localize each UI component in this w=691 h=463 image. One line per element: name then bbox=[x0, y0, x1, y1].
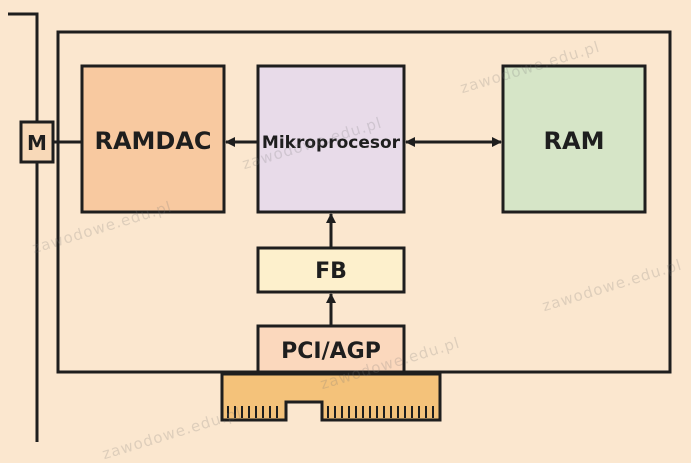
cpu-label: Mikroprocesor bbox=[262, 133, 401, 153]
ram-label: RAM bbox=[544, 127, 605, 155]
bus-block bbox=[256, 324, 406, 374]
ramdac-label: RAMDAC bbox=[94, 127, 211, 155]
monitor-block bbox=[19, 120, 55, 164]
fb-label: FB bbox=[315, 259, 347, 284]
ramdac-block bbox=[80, 64, 226, 214]
monitor-cable-line bbox=[8, 12, 39, 442]
ram-block bbox=[501, 64, 647, 214]
cpu-block bbox=[256, 64, 406, 214]
monitor-label: M bbox=[27, 131, 47, 155]
edge-connector bbox=[220, 372, 442, 422]
bus-label: PCI/AGP bbox=[281, 339, 381, 364]
fb-block bbox=[256, 246, 406, 294]
